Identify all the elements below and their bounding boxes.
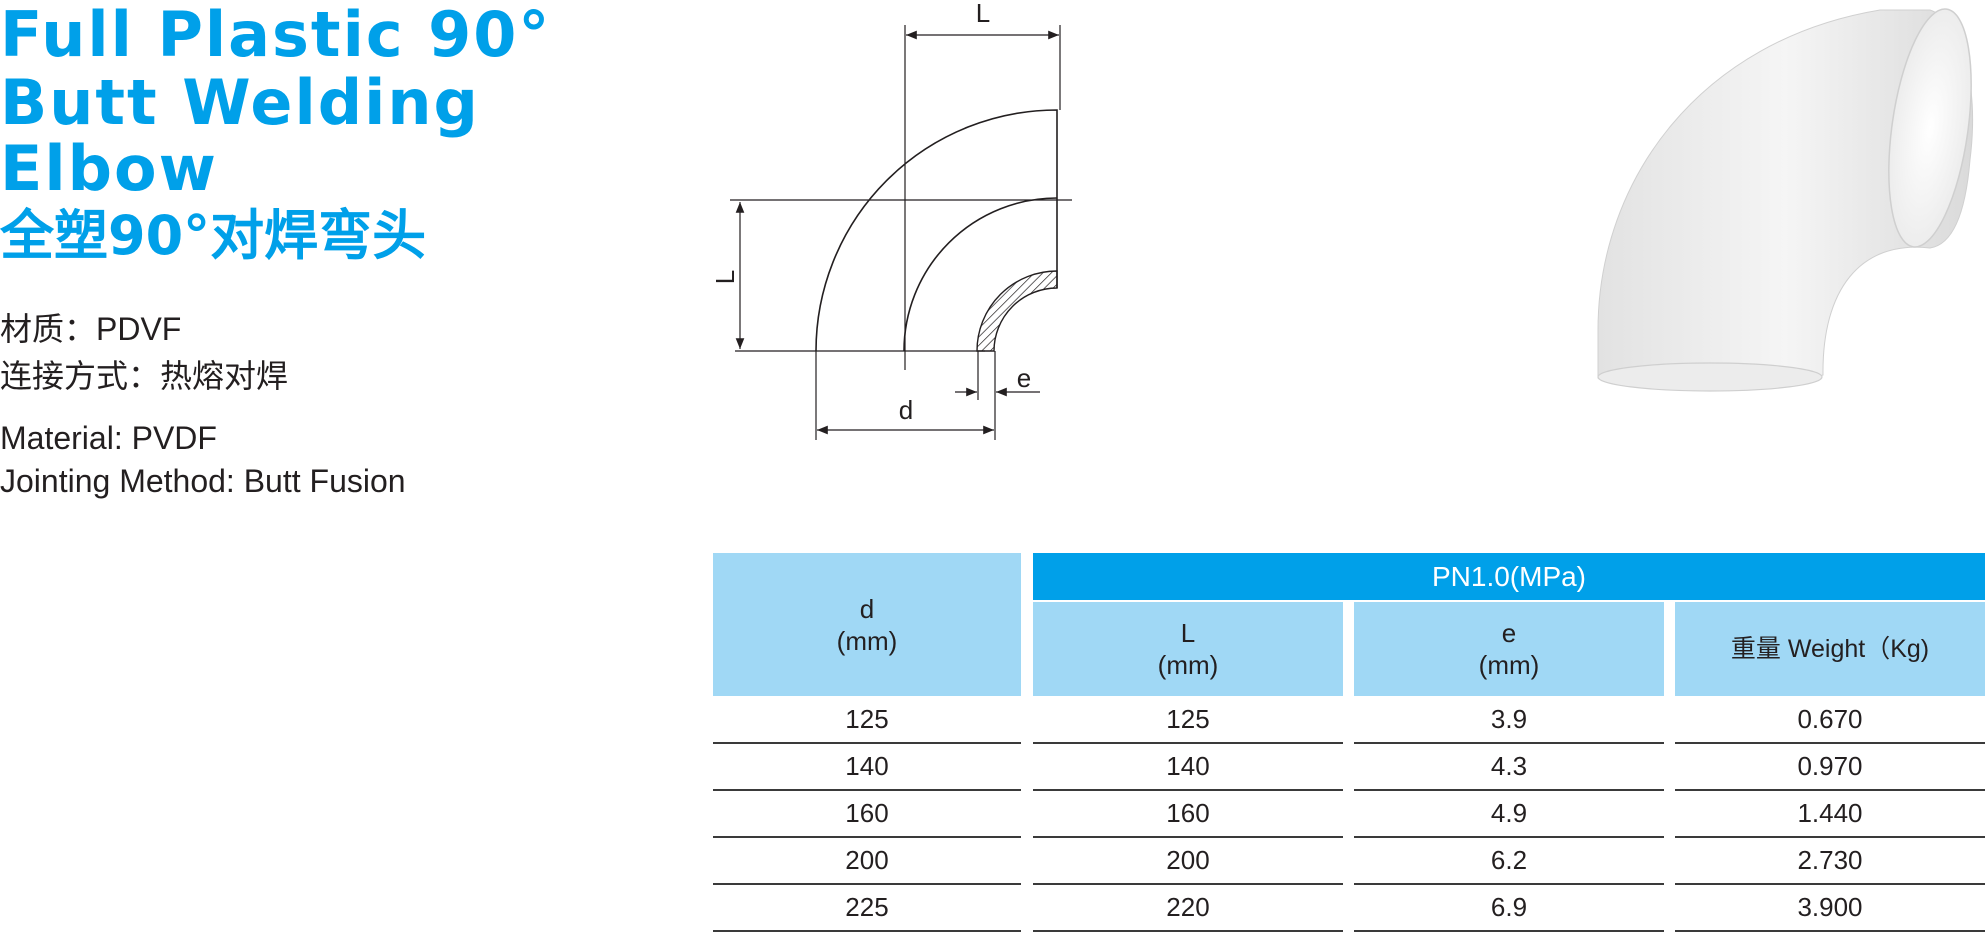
header-d-unit: (mm): [836, 625, 898, 656]
table-cell: 140: [713, 744, 1021, 791]
table-cell: 3.900: [1675, 885, 1985, 932]
jointing-method-en: Jointing Method: Butt Fusion: [0, 463, 406, 499]
table-cell: 4.3: [1354, 744, 1664, 791]
header-pressure-label: PN1.0(MPa): [1431, 560, 1587, 592]
header-L-unit: (mm): [1157, 650, 1219, 680]
table-cell: 125: [1033, 697, 1343, 744]
table-cell: 4.9: [1354, 791, 1664, 838]
inner-wall-line: [903, 197, 1058, 352]
table-cell: 0.970: [1675, 744, 1985, 791]
title-line-3: Elbow: [0, 132, 218, 205]
outer-wall-line: [815, 109, 1058, 352]
table-cell: 3.9: [1354, 697, 1664, 744]
header-d-name: d: [859, 593, 875, 624]
jointing-method-cn: 连接方式：热熔对焊: [0, 358, 289, 394]
header-weight-label: 重量 Weight（Kg): [1730, 635, 1930, 663]
elbow-technical-drawing-icon: L L e d: [710, 0, 1072, 440]
header-e-name: e: [1501, 618, 1517, 648]
material-cn: 材质：PDVF: [0, 311, 182, 347]
title-chinese: 全塑90°对焊弯头: [0, 204, 427, 267]
table-cell: 6.2: [1354, 838, 1664, 885]
header-e-unit: (mm): [1478, 650, 1540, 680]
dimension-label-L-top: L: [976, 0, 990, 28]
header-e: e (mm): [1354, 602, 1664, 696]
header-L-name: L: [1180, 618, 1196, 648]
table-cell: 200: [713, 838, 1021, 885]
dimension-label-L-side: L: [710, 270, 740, 284]
header-pressure-group: PN1.0(MPa): [1033, 553, 1985, 600]
header-weight: 重量 Weight（Kg): [1675, 602, 1985, 696]
table-cell: 1.440: [1675, 791, 1985, 838]
dimension-label-d: d: [899, 395, 913, 425]
material-en: Material: PVDF: [0, 420, 217, 456]
title-line-2: Butt Welding: [0, 66, 480, 139]
table-cell: 6.9: [1354, 885, 1664, 932]
table-cell: 220: [1033, 885, 1343, 932]
table-cell: 160: [1033, 791, 1343, 838]
white-elbow-fitting-icon: [1597, 8, 1974, 392]
table-cell: 200: [1033, 838, 1343, 885]
table-cell: 225: [713, 885, 1021, 932]
table-cell: 160: [713, 791, 1021, 838]
table-cell: 140: [1033, 744, 1343, 791]
header-L: L (mm): [1033, 602, 1343, 696]
title-line-1: Full Plastic 90°: [0, 0, 552, 71]
table-cell: 2.730: [1675, 838, 1985, 885]
table-cell: 0.670: [1675, 697, 1985, 744]
header-d: d (mm): [713, 553, 1021, 696]
table-cell: 125: [713, 697, 1021, 744]
wall-section-hatch: [976, 270, 1058, 352]
dimension-label-e: e: [1017, 363, 1031, 393]
